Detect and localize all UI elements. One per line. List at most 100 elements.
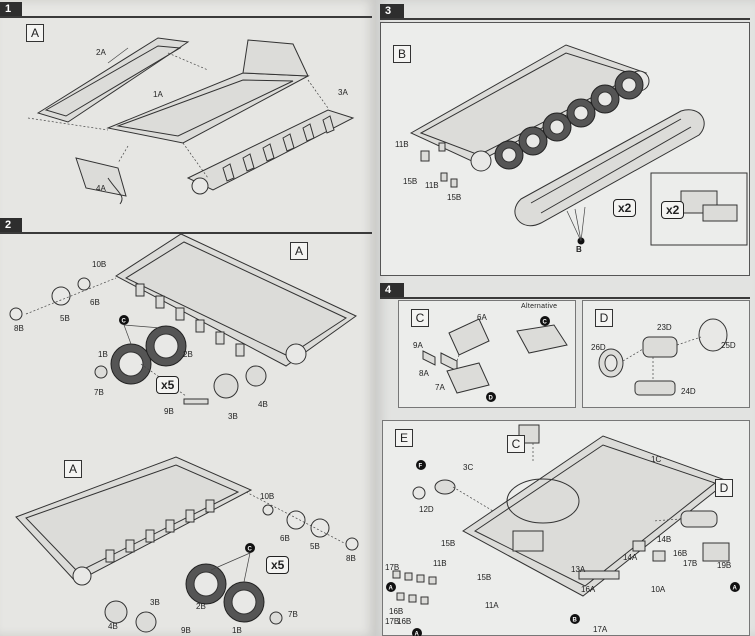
part-24d-label: 24D xyxy=(681,387,696,396)
step-2-top-suspension-diagram: C xyxy=(9,233,357,405)
part-5b-lower-label: 5B xyxy=(310,542,320,551)
step-4-e-callout-f: F xyxy=(419,464,423,470)
part-15b-label: 15B xyxy=(403,177,418,186)
part-10b-lower-label: 10B xyxy=(260,492,275,501)
part-16b-e-label: 16B xyxy=(389,607,404,616)
step-3-panel: B xyxy=(380,22,750,276)
step-4-d-diagram xyxy=(598,318,728,396)
part-14b-label: 14B xyxy=(657,535,672,544)
part-11a-label: 11A xyxy=(485,601,499,610)
alternative-label: Alternative xyxy=(521,303,558,310)
part-8b-label: 8B xyxy=(14,324,24,333)
step-2-bottom-box-label: A xyxy=(64,460,82,478)
part-11b-second-label: 11B xyxy=(425,181,439,190)
step-3-running-gear-diagram xyxy=(409,44,748,246)
part-17b-right-label: 17B xyxy=(683,559,698,568)
step-4-c-d-callout: D xyxy=(489,396,494,402)
part-2b-label: 2B xyxy=(183,350,193,359)
part-14a-label: 14A xyxy=(623,553,638,562)
part-2a-label: 2A xyxy=(96,48,106,57)
step-4-e-ref-d: D xyxy=(715,479,733,497)
instruction-page-left: 1 A xyxy=(0,0,376,636)
step-4-tab: 4 xyxy=(380,283,404,298)
part-11b-label: 11B xyxy=(395,140,409,149)
part-17a-label: 17A xyxy=(593,625,608,634)
step-2-bottom-suspension-diagram: C xyxy=(15,456,359,633)
part-17b-e-label: 17B xyxy=(385,563,400,572)
part-7b-lower-label: 7B xyxy=(288,610,298,619)
part-15b-second-label: 15B xyxy=(447,193,462,202)
step-4-e-callout-a-bottom: A xyxy=(415,632,420,636)
part-13a-label: 13A xyxy=(571,565,586,574)
step-3-callout: B xyxy=(576,245,582,254)
part-19b-label: 19B xyxy=(717,561,732,570)
part-4a-label: 4A xyxy=(96,184,106,193)
step-1-box-label: A xyxy=(26,24,44,42)
part-8b-lower-label: 8B xyxy=(346,554,356,563)
part-15b-e-label: 15B xyxy=(441,539,456,548)
step-4-c-panel: C Alternative C D 6A 9A 8A 7A xyxy=(398,300,576,408)
step-1-panel: A xyxy=(8,18,366,216)
part-8a-label: 8A xyxy=(419,369,429,378)
step-3-box-label: B xyxy=(393,45,411,63)
part-6a-label: 6A xyxy=(477,313,487,322)
part-16a-label: 16A xyxy=(581,585,596,594)
step-4-e-hull-top-diagram: F A A B A xyxy=(386,424,740,636)
part-7b-label: 7B xyxy=(94,388,104,397)
step-2-bottom-callout: C xyxy=(248,547,253,553)
step-3-main-multiplier: x2 xyxy=(613,199,637,217)
step-1-hull-diagram xyxy=(27,37,355,205)
step-1-tab: 1 xyxy=(0,2,22,17)
part-5b-label: 5B xyxy=(60,314,70,323)
part-2b-lower-label: 2B xyxy=(196,602,206,611)
step-4-e-callout-b: B xyxy=(573,618,578,624)
part-10a-label: 10A xyxy=(651,585,666,594)
part-10b-label: 10B xyxy=(92,260,107,269)
step-2-bottom-panel: A xyxy=(6,452,368,636)
part-1a-label: 1A xyxy=(153,90,163,99)
part-3a-label: 3A xyxy=(338,88,348,97)
step-2-bottom-multiplier: x5 xyxy=(266,556,290,574)
step-4-e-callout-a-right: A xyxy=(733,586,738,592)
step-4-rule xyxy=(380,297,750,299)
step-4-c-diagram: C D xyxy=(422,316,568,402)
part-7a-label: 7A xyxy=(435,383,445,392)
part-1b-label: 1B xyxy=(98,350,108,359)
part-3b-label: 3B xyxy=(228,412,238,421)
part-12d-label: 12D xyxy=(419,505,434,514)
part-25d-label: 25D xyxy=(721,341,736,350)
part-6b-lower-label: 6B xyxy=(280,534,290,543)
part-26d-label: 26D xyxy=(591,343,606,352)
part-3c-label: 3C xyxy=(463,463,474,472)
step-2-top-multiplier: x5 xyxy=(156,376,180,394)
step-3-rule xyxy=(380,18,750,20)
step-2-rule xyxy=(0,232,372,234)
step-4-e-ref-c: C xyxy=(507,435,525,453)
step-1-rule xyxy=(0,16,372,18)
part-4b-label: 4B xyxy=(258,400,268,409)
step-4-c-box-label: C xyxy=(411,309,429,327)
part-15b-e-second-label: 15B xyxy=(477,573,492,582)
part-3b-lower-label: 3B xyxy=(150,598,160,607)
part-16b-e-second-label: 16B xyxy=(397,617,412,626)
part-9b-lower-label: 9B xyxy=(181,626,191,635)
part-9a-label: 9A xyxy=(413,341,423,350)
step-4-e-box-label: E xyxy=(395,429,413,447)
part-1c-label: 1C xyxy=(651,455,662,464)
step-2-top-box-label: A xyxy=(290,242,308,260)
step-4-c-callout: C xyxy=(543,320,548,326)
step-3-inset-multiplier: x2 xyxy=(661,201,685,219)
part-11b-e-label: 11B xyxy=(433,559,447,568)
step-2-top-callout: C xyxy=(122,319,127,325)
step-4-d-panel: D 23D 26D 25D 24D xyxy=(582,300,750,408)
step-4-e-callout-a-left: A xyxy=(389,586,394,592)
part-23d-label: 23D xyxy=(657,323,672,332)
step-4-d-box-label: D xyxy=(595,309,613,327)
step-3-tab: 3 xyxy=(380,4,404,19)
part-17b-e-second-label: 17B xyxy=(385,617,400,626)
part-6b-label: 6B xyxy=(90,298,100,307)
part-16b-right-label: 16B xyxy=(673,549,688,558)
step-2-top-panel: A xyxy=(6,233,368,436)
part-9b-label: 9B xyxy=(164,407,174,416)
part-1b-lower-label: 1B xyxy=(232,626,242,635)
